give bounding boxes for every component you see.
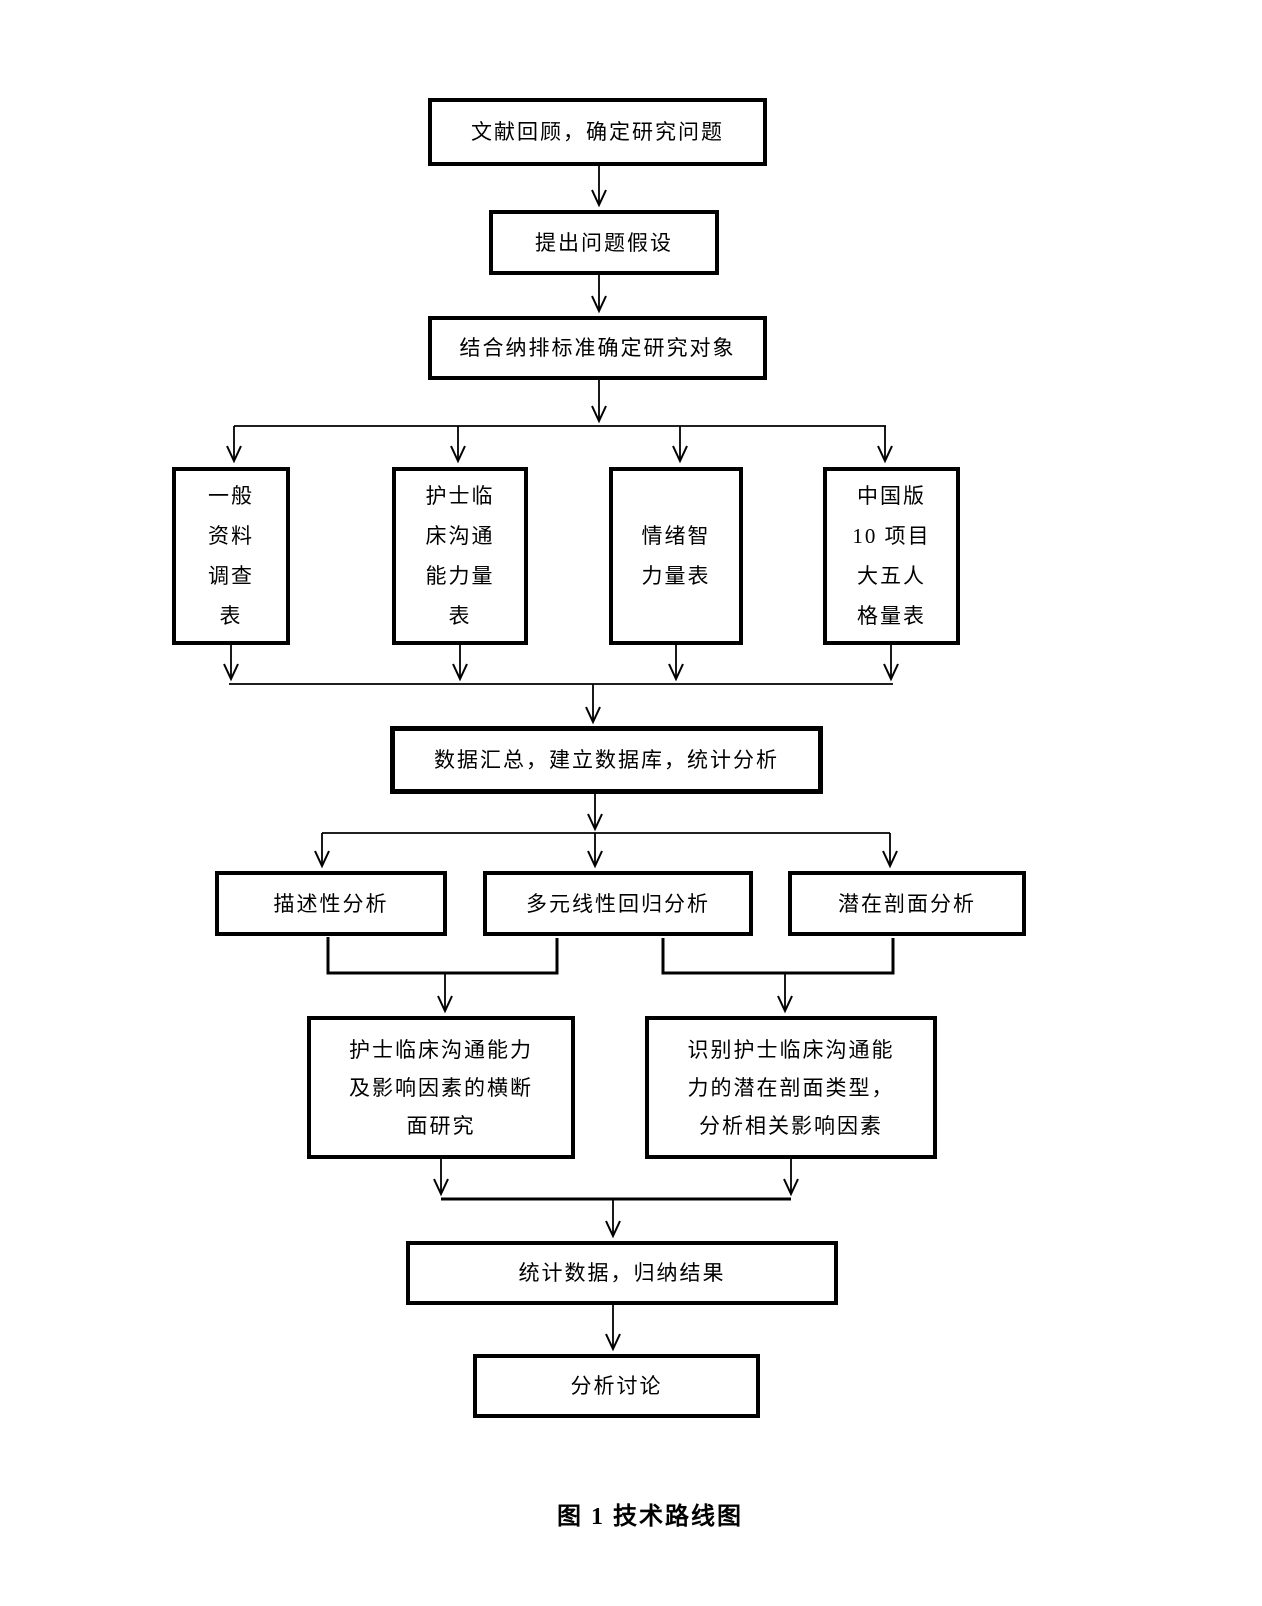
figure-caption: 图 1 技术路线图	[557, 1504, 743, 1530]
nurse-communication-scale-box: 护士临 床沟通 能力量 表	[392, 467, 528, 645]
hypothesis-box: 提出问题假设	[489, 210, 719, 275]
criteria-box: 结合纳排标准确定研究对象	[428, 316, 767, 380]
emotional-intelligence-scale-box: 情绪智 力量表	[609, 467, 743, 645]
bracket-right	[661, 938, 895, 975]
latent-profile-study-box: 识别护士临床沟通能 力的潜在剖面类型， 分析相关影响因素	[645, 1016, 937, 1159]
bracket-left	[326, 937, 559, 975]
discussion-box: 分析讨论	[473, 1354, 760, 1418]
descriptive-analysis-box: 描述性分析	[215, 871, 447, 936]
summarize-results-box: 统计数据，归纳结果	[406, 1241, 838, 1305]
cross-sectional-study-box: 护士临床沟通能力 及影响因素的横断 面研究	[307, 1016, 575, 1159]
latent-profile-analysis-box: 潜在剖面分析	[788, 871, 1026, 936]
general-info-questionnaire-box: 一般 资料 调查 表	[172, 467, 290, 645]
big-five-scale-box: 中国版 10 项目 大五人 格量表	[823, 467, 960, 645]
literature-review-box: 文献回顾，确定研究问题	[428, 98, 767, 166]
data-pooling-box: 数据汇总，建立数据库，统计分析	[390, 726, 823, 794]
regression-analysis-box: 多元线性回归分析	[483, 871, 753, 936]
